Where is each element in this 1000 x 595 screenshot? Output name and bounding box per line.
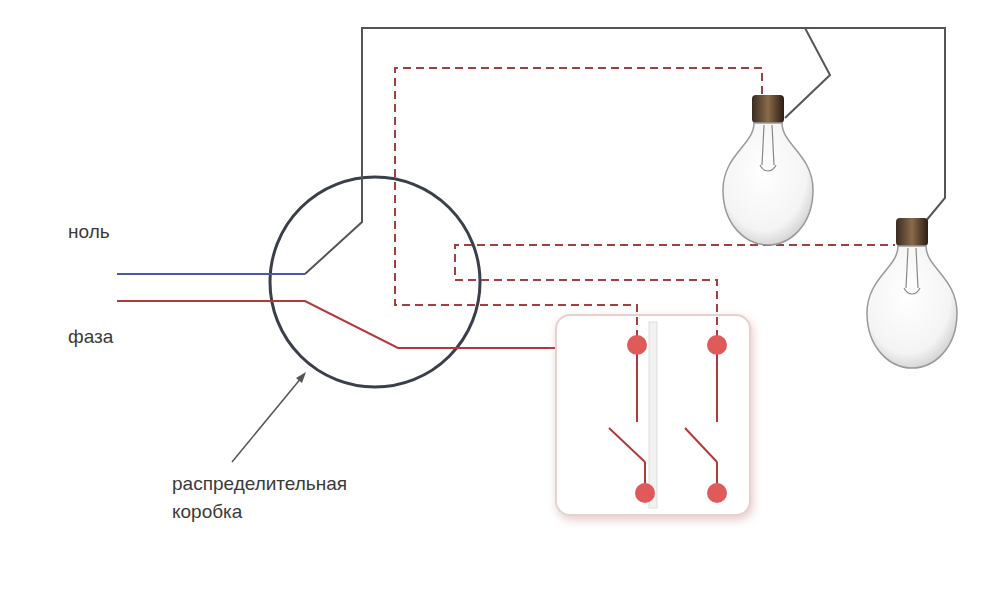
leader-arrowhead — [296, 372, 306, 383]
switch-contact — [636, 345, 638, 422]
terminal — [627, 335, 647, 355]
terminal — [635, 483, 655, 503]
wire-label: распределительная коробка — [172, 470, 372, 525]
switch-housing — [556, 315, 750, 515]
terminal — [707, 335, 727, 355]
switch-contact — [716, 345, 718, 422]
neutral-wire — [117, 273, 305, 275]
switched-wire — [455, 245, 895, 338]
switched-wire — [395, 68, 762, 338]
lamp — [723, 95, 813, 245]
switch-divider — [649, 322, 657, 508]
wire-label: ноль — [68, 218, 188, 246]
lamp — [867, 218, 957, 368]
wire-label: фаза — [68, 323, 188, 351]
junction-box — [270, 177, 480, 387]
neutral-wire — [785, 28, 830, 118]
neutral-wire — [305, 28, 945, 274]
switch-lever — [609, 428, 645, 462]
terminal — [707, 483, 727, 503]
leader-line — [232, 377, 302, 462]
switch-lever — [685, 428, 717, 462]
